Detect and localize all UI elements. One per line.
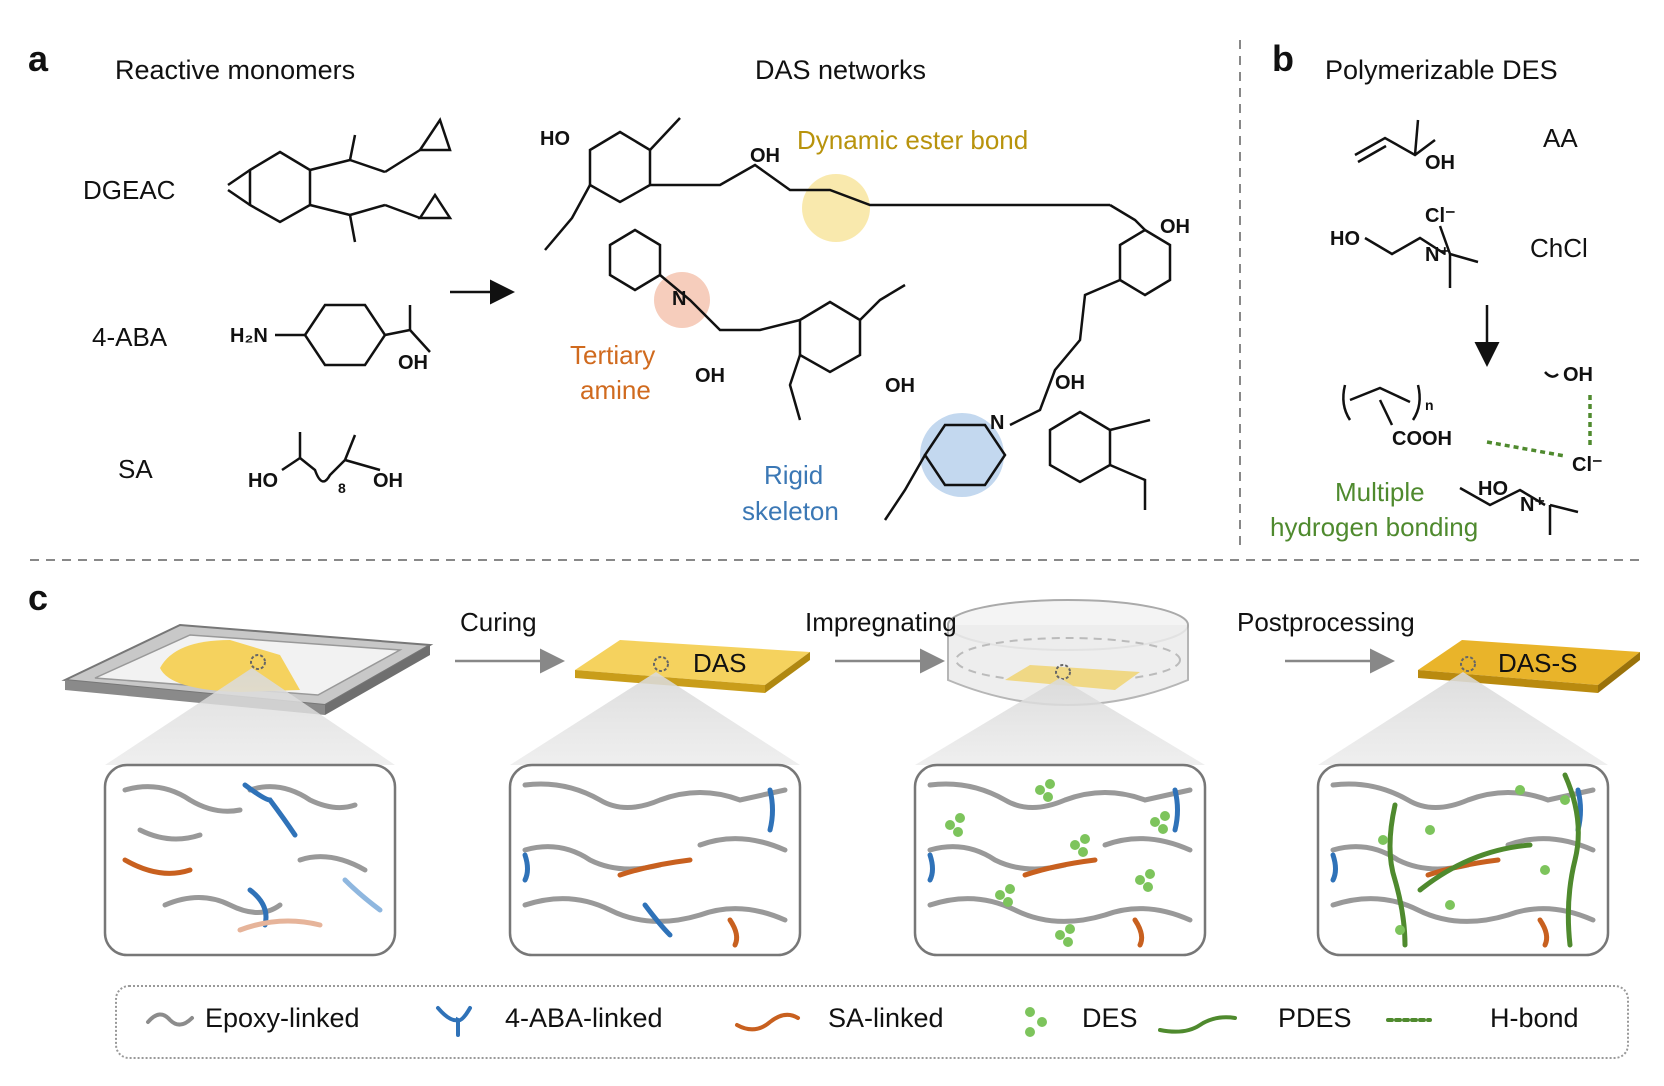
zoom-cone-2	[510, 672, 800, 765]
pdes-ho: HO	[1478, 478, 1508, 500]
amine-annotation-2: amine	[580, 375, 651, 405]
step-impregnating: Impregnating	[805, 607, 957, 637]
das-oh-4: OH	[885, 375, 915, 397]
sa-ho: HO	[248, 470, 278, 492]
legend-epoxy: Epoxy-linked	[205, 1003, 360, 1033]
monomer-dgeac-label: DGEAC	[83, 175, 176, 205]
zoom-box-1	[103, 763, 397, 957]
pdes-n-plus: N⁺	[1520, 494, 1545, 516]
product-das: DAS	[693, 648, 747, 678]
zoom-marker-3	[1055, 664, 1071, 680]
legend-pdes-glyph	[1158, 1015, 1237, 1034]
das-oh-2: OH	[1160, 216, 1190, 238]
legend-sa: SA-linked	[828, 1003, 944, 1033]
hbond-line-1	[1486, 440, 1566, 458]
zoom-cone-3	[915, 678, 1205, 765]
das-s-film	[1418, 640, 1640, 693]
chcl-label: ChCl	[1530, 233, 1588, 263]
zoom-marker-2	[653, 656, 669, 672]
das-oh-5: OH	[1055, 372, 1085, 394]
aa-oh: OH	[1425, 152, 1455, 174]
das-ho-1: HO	[540, 128, 570, 150]
legend-box	[115, 985, 1629, 1059]
zoom-box-3	[913, 763, 1207, 957]
sa-structure	[281, 432, 381, 483]
ester-highlight	[802, 174, 870, 242]
zoom-cone-1	[105, 668, 395, 765]
legend-des-glyph	[1025, 1007, 1047, 1037]
legend-des: DES	[1082, 1003, 1138, 1033]
amine-annotation-1: Tertiary	[570, 340, 656, 370]
zoom-marker-1	[250, 654, 266, 670]
pdes-cl: Cl⁻	[1572, 454, 1603, 476]
zoom-cone-4	[1318, 672, 1608, 765]
das-n-1: N	[672, 288, 687, 310]
pdes-structure	[1342, 371, 1579, 535]
des-title: Polymerizable DES	[1325, 55, 1558, 85]
monomers-title: Reactive monomers	[115, 55, 356, 85]
monomer-aba-label: 4-ABA	[92, 322, 168, 352]
ester-annotation: Dynamic ester bond	[797, 125, 1029, 155]
das-n-2: N	[990, 412, 1005, 434]
legend-aba: 4-ABA-linked	[505, 1003, 663, 1033]
sa-subscript: 8	[338, 480, 346, 496]
aba-oh: OH	[398, 352, 428, 374]
legend-aba-glyph	[436, 1006, 472, 1037]
legend-glyphs	[146, 1006, 1432, 1037]
legend-epoxy-glyph	[146, 1012, 194, 1027]
aba-structure	[275, 303, 431, 367]
chcl-n-plus: N⁺	[1425, 244, 1450, 266]
product-das-s: DAS-S	[1498, 648, 1578, 678]
dgeac-structure	[227, 117, 453, 243]
aba-nh2: H₂N	[230, 325, 268, 347]
aa-label: AA	[1543, 123, 1578, 153]
petri-dish	[947, 599, 1189, 706]
chcl-cl: Cl⁻	[1425, 205, 1456, 227]
zoom-marker-4	[1460, 656, 1476, 672]
step-curing: Curing	[460, 607, 537, 637]
chcl-ho: HO	[1330, 228, 1360, 250]
chcl-structure	[1364, 225, 1479, 288]
legend-sa-glyph	[735, 1012, 800, 1032]
legend-pdes: PDES	[1278, 1003, 1352, 1033]
das-oh-3: OH	[695, 365, 725, 387]
das-oh-1: OH	[750, 145, 780, 167]
legend-hbond: H-bond	[1490, 1003, 1579, 1033]
panel-letter-b: b	[1272, 38, 1294, 79]
hbond-annotation-1: Multiple	[1335, 477, 1425, 507]
zoom-box-4	[1316, 763, 1610, 957]
panel-letter-a: a	[28, 38, 49, 79]
zoom-box-2	[508, 763, 802, 957]
panel-letter-c: c	[28, 577, 49, 618]
rigid-annotation-1: Rigid	[764, 460, 824, 490]
pdes-oh: OH	[1563, 364, 1593, 386]
monomer-sa-label: SA	[118, 454, 153, 484]
rigid-highlight	[920, 413, 1004, 497]
pdes-cooh: COOH	[1392, 428, 1452, 450]
networks-title: DAS networks	[755, 55, 927, 85]
das-network-structure	[544, 117, 1172, 521]
sa-oh: OH	[373, 470, 403, 492]
hbond-annotation-2: hydrogen bonding	[1270, 512, 1479, 542]
rigid-annotation-2: skeleton	[742, 496, 839, 526]
aa-structure	[1354, 119, 1436, 164]
step-postprocessing: Postprocessing	[1237, 607, 1415, 637]
amine-highlight	[654, 272, 710, 328]
pdes-n-subscript: n	[1425, 397, 1434, 413]
